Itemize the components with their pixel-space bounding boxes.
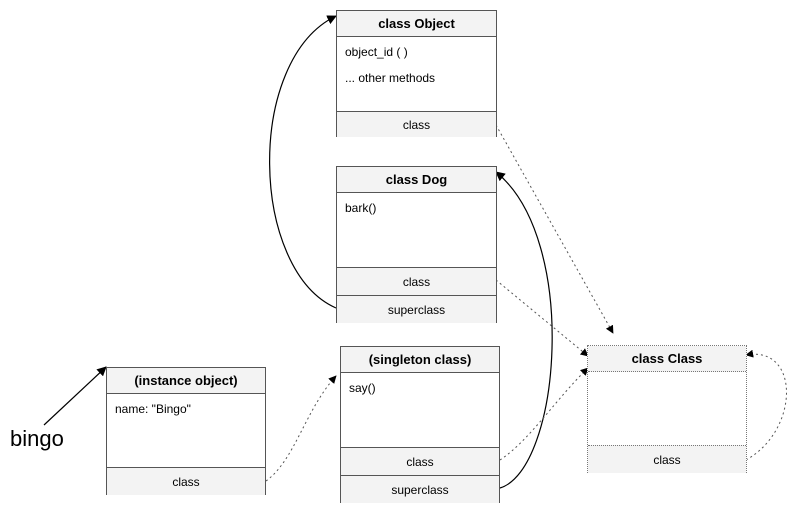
singleton-class-slot: class [341,447,499,475]
dog-superclass-slot: superclass [337,295,496,323]
instance-object-box: (instance object) name: "Bingo" class [106,367,266,495]
bingo-reference-arrow [43,366,107,426]
dog-superclass-arrow [269,15,337,309]
class-object-box: class Object object_id ( ) ... other met… [336,10,497,137]
instance-class-arrow [265,375,337,482]
singleton-superclass-slot: superclass [341,475,499,503]
instance-field-name: name: "Bingo" [115,402,191,416]
class-class-class-slot: class [588,445,746,473]
class-class-title: class Class [588,346,746,372]
singleton-method-say: say() [349,381,376,395]
class-dog-box: class Dog bark() class superclass [336,166,497,323]
dog-class-arrow [495,279,589,357]
singleton-class-title: (singleton class) [341,347,499,373]
bingo-label: bingo [10,426,64,451]
object-method-other: ... other methods [345,71,436,85]
object-method-object-id: object_id ( ) [345,45,408,59]
dog-class-slot: class [337,267,496,295]
singleton-superclass-arrow [495,171,553,489]
object-class-arrow [495,124,614,334]
instance-class-slot: class [107,467,265,495]
class-class-self-arrow [745,349,787,461]
singleton-class-box: (singleton class) say() class superclass [340,346,500,503]
instance-object-title: (instance object) [107,368,265,394]
dog-method-bark: bark() [345,201,377,215]
class-object-title: class Object [337,11,496,37]
object-class-slot: class [337,111,496,137]
class-class-box: class Class class [587,345,747,473]
class-dog-title: class Dog [337,167,496,193]
